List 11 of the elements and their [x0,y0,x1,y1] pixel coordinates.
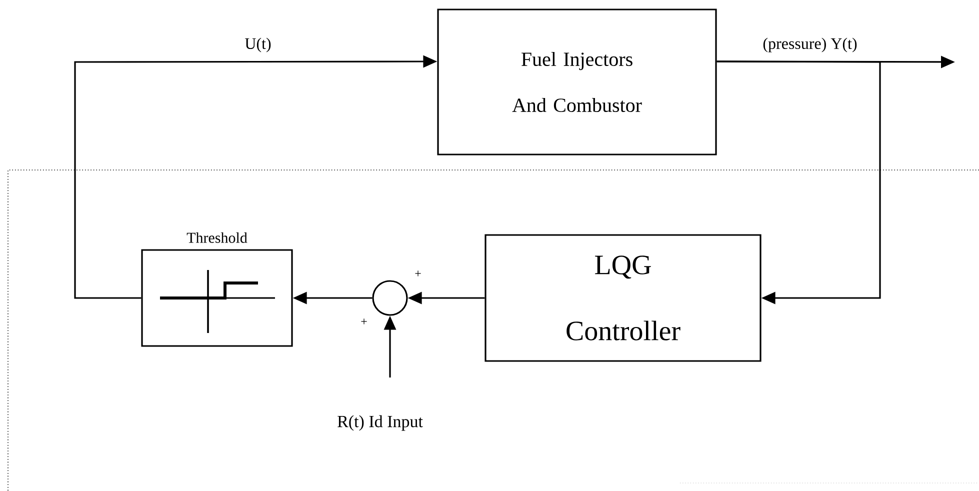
process-box: LQG Controller [484,234,762,362]
summing-junction [372,280,408,316]
arrow [716,60,881,304]
threshold-block: Threshold [141,232,293,347]
edge-label: U(t) [244,36,272,54]
edge-label: (pressure) Y(t) [762,36,858,54]
sign-label: + [415,270,421,276]
sign-label: + [361,318,367,324]
process-box: Fuel Injectors And Combustor [437,8,717,156]
input-label: R(t) Id Input [338,415,423,431]
node-label: Threshold [186,232,248,243]
